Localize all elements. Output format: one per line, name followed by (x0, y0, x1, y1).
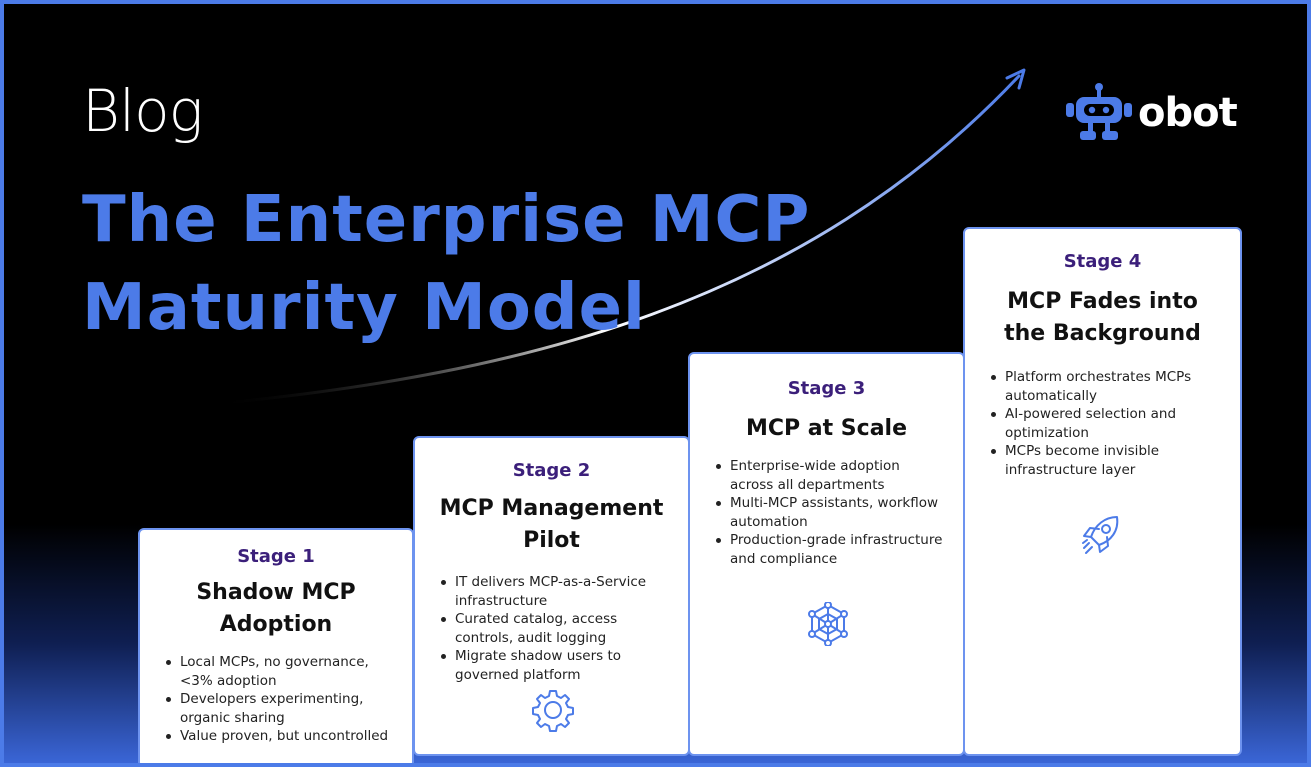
list-item: Enterprise-wide adoption across all depa… (716, 457, 947, 494)
network-icon (808, 602, 848, 646)
logo-text: obot (1138, 90, 1238, 136)
stage-title: MCP at Scale (690, 413, 963, 445)
stage-title-line-2: Adoption (219, 612, 333, 637)
growth-curve (212, 68, 1026, 406)
stage-4-card: Stage 4 MCP Fades into the Background Pl… (963, 227, 1242, 756)
stage-title-line-1: Shadow MCP (196, 580, 356, 605)
stage-1-card: Stage 1 Shadow MCP Adoption Local MCPs, … (138, 528, 414, 763)
list-item: Migrate shadow users to governed platfor… (441, 647, 672, 684)
obot-logo: obot (1064, 82, 1244, 144)
gear-icon (532, 690, 574, 732)
list-item: Production-grade infrastructure and comp… (716, 531, 947, 568)
stage-2-card: Stage 2 MCP Management Pilot IT delivers… (413, 436, 690, 756)
stage-bullets: IT delivers MCP-as-a-Service infrastruct… (415, 573, 688, 684)
stage-bullets: Local MCPs, no governance, <3% adoption … (140, 653, 412, 746)
arrow-head-icon (1005, 68, 1026, 90)
stage-label: Stage 4 (1063, 251, 1142, 272)
stage-title: Shadow MCP Adoption (140, 577, 412, 641)
stage-title-line-2: the Background (1004, 321, 1201, 346)
list-item: Multi-MCP assistants, workflow automatio… (716, 494, 947, 531)
stage-title-line-1: MCP Management (439, 496, 664, 521)
stage-title: MCP Management Pilot (415, 493, 688, 557)
list-item: Platform orchestrates MCPs automatically (991, 368, 1224, 405)
growth-curve-line (212, 74, 1021, 406)
list-item: Curated catalog, access controls, audit … (441, 610, 672, 647)
list-item: Local MCPs, no governance, <3% adoption (166, 653, 396, 690)
title-line-1: The Enterprise MCP (82, 183, 811, 257)
title-line-2: Maturity Model (82, 271, 646, 345)
rocket-icon (1082, 516, 1119, 554)
stage-bullets: Enterprise-wide adoption across all depa… (690, 457, 963, 568)
stage-title-line-2: Pilot (523, 528, 580, 553)
list-item: AI-powered selection and optimization (991, 405, 1224, 442)
list-item: MCPs become invisible infrastructure lay… (991, 442, 1224, 479)
list-item: Developers experimenting, organic sharin… (166, 690, 396, 727)
stage-label: Stage 2 (512, 460, 591, 481)
robot-icon (1066, 83, 1132, 140)
stage-3-card: Stage 3 MCP at Scale Enterprise-wide ado… (688, 352, 965, 756)
stage-label: Stage 1 (237, 546, 315, 567)
list-item: Value proven, but uncontrolled (166, 727, 396, 746)
blog-label: Blog (82, 77, 203, 145)
list-item: IT delivers MCP-as-a-Service infrastruct… (441, 573, 672, 610)
stage-title-line-1: MCP Fades into (1007, 289, 1198, 314)
stage-title: MCP Fades into the Background (965, 286, 1240, 350)
stage-bullets: Platform orchestrates MCPs automatically… (965, 368, 1240, 479)
page-title: The Enterprise MCP Maturity Model (82, 176, 842, 352)
stage-title-line-1: MCP at Scale (745, 416, 908, 441)
stage-label: Stage 3 (787, 378, 866, 399)
